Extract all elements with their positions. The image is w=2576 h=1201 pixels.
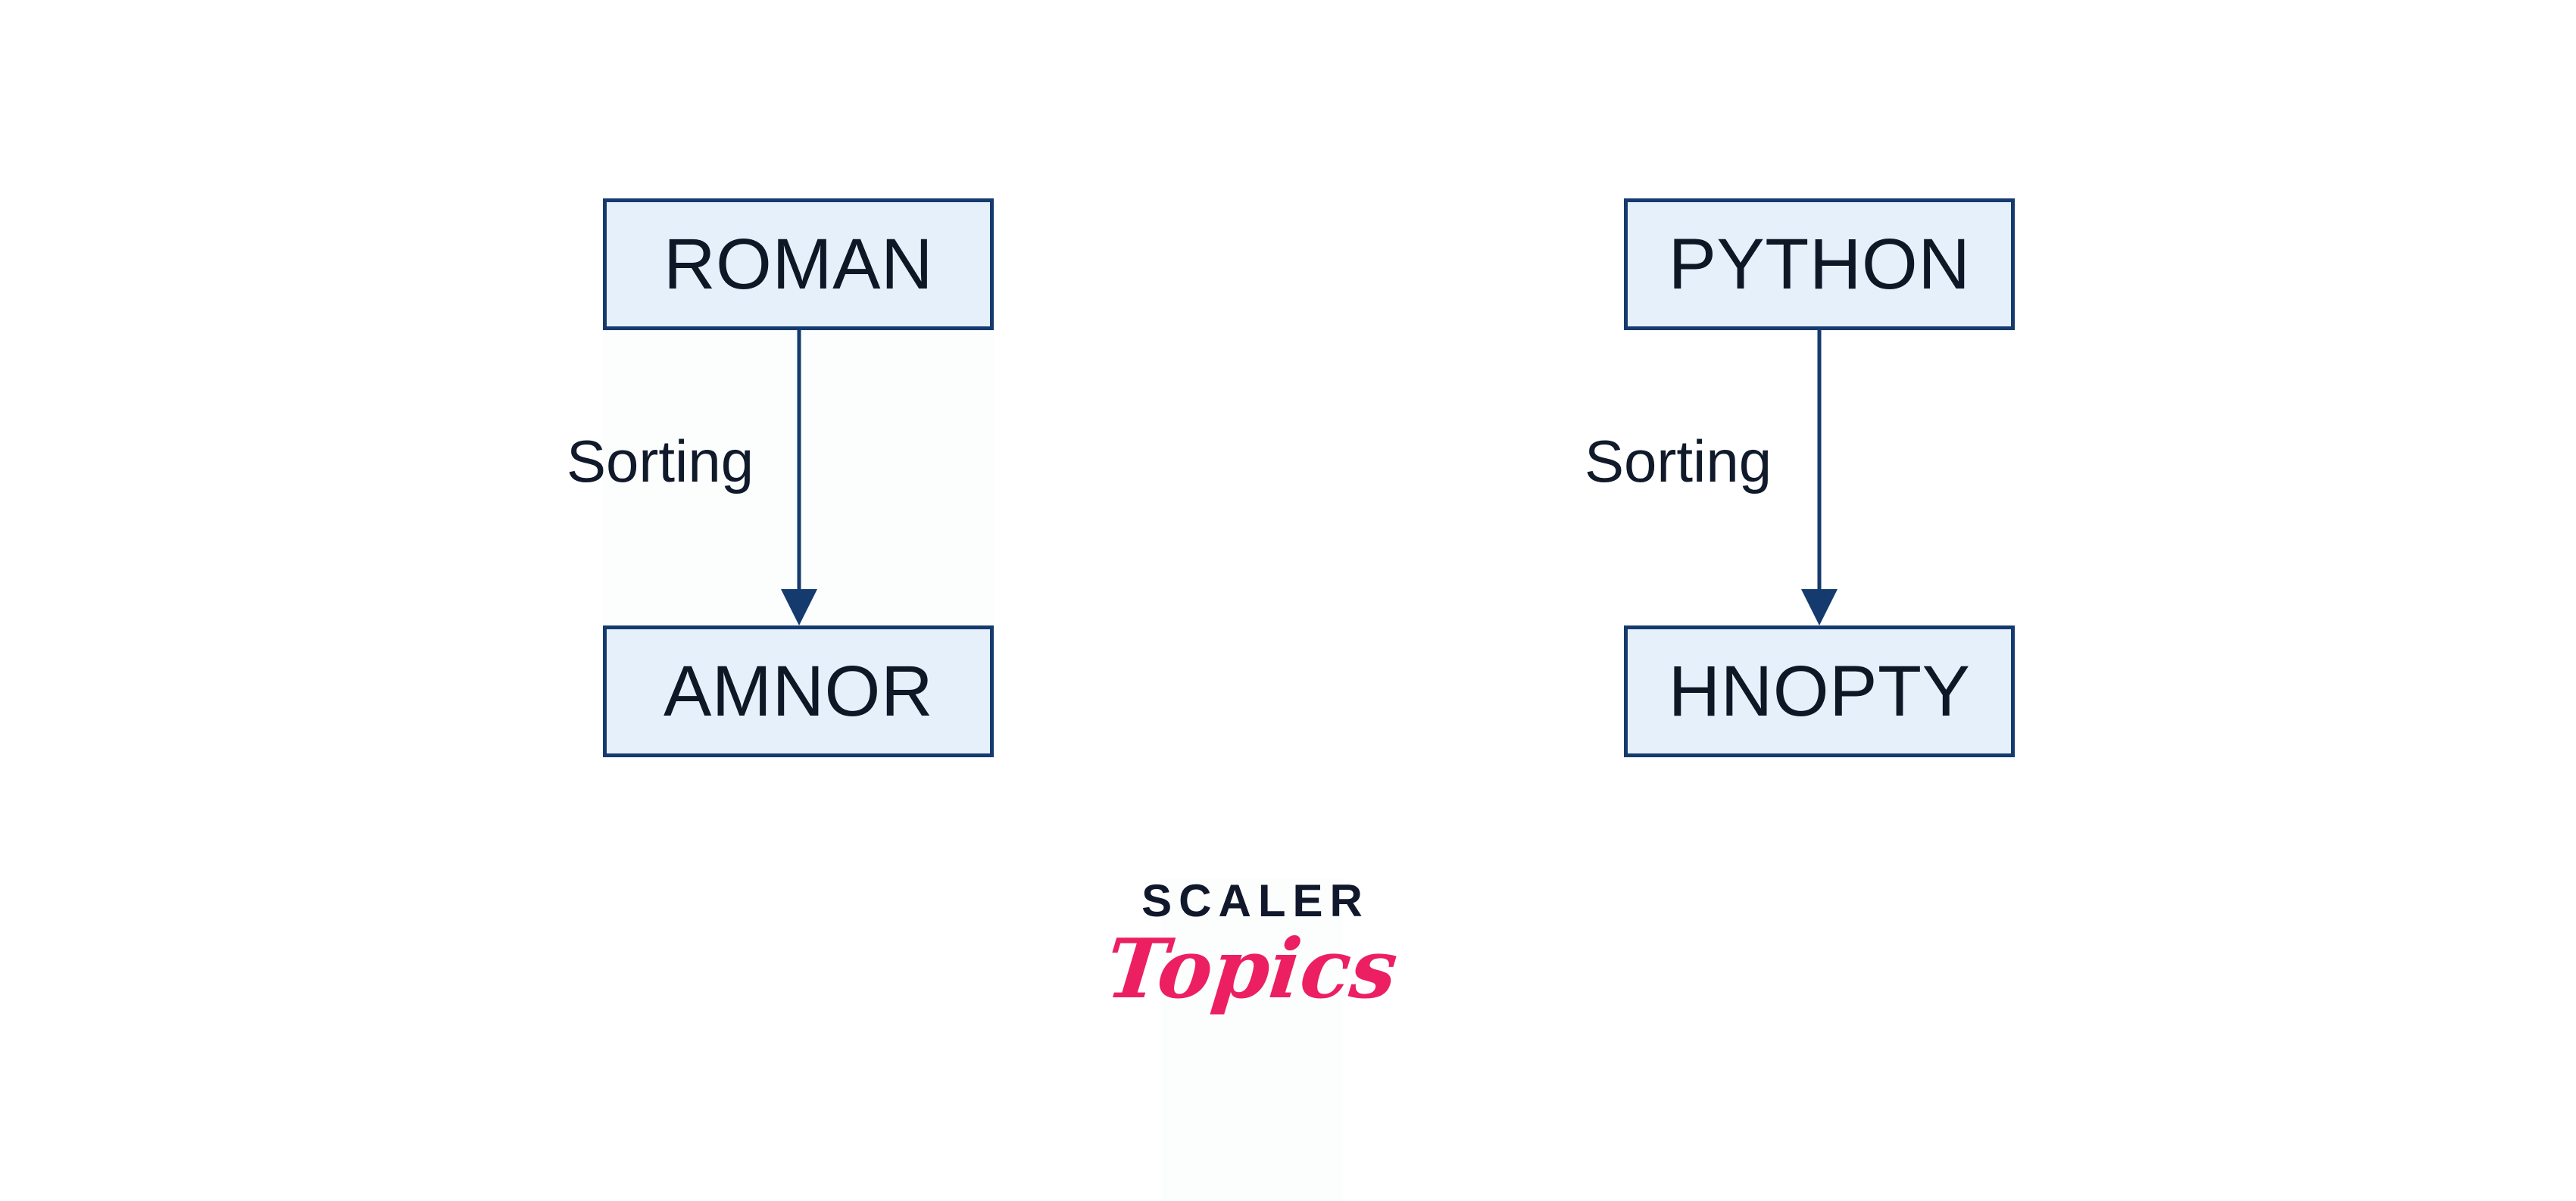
node-source-left[interactable]: ROMAN xyxy=(603,198,994,330)
logo-product-text: Topics xyxy=(1101,922,1403,1017)
node-target-right-label: HNOPTY xyxy=(1668,650,1971,732)
node-source-right-label: PYTHON xyxy=(1668,223,1971,304)
node-target-right[interactable]: HNOPTY xyxy=(1624,625,2015,757)
node-source-left-label: ROMAN xyxy=(663,223,934,304)
edge-right-arrow-icon xyxy=(1801,330,1838,625)
node-target-left-label: AMNOR xyxy=(663,650,934,732)
edge-left-arrow-icon xyxy=(781,330,817,625)
edge-left-label: Sorting xyxy=(567,428,754,494)
node-target-left[interactable]: AMNOR xyxy=(603,625,994,757)
edge-right xyxy=(1801,330,1838,625)
edge-left xyxy=(781,330,817,625)
scaler-topics-logo: SCALER Topics xyxy=(1102,878,1402,1018)
background-shade-logo xyxy=(1161,878,1343,1201)
edge-right-label: Sorting xyxy=(1585,428,1772,494)
logo-brand-text: SCALER xyxy=(1141,875,1369,926)
node-source-right[interactable]: PYTHON xyxy=(1624,198,2015,330)
